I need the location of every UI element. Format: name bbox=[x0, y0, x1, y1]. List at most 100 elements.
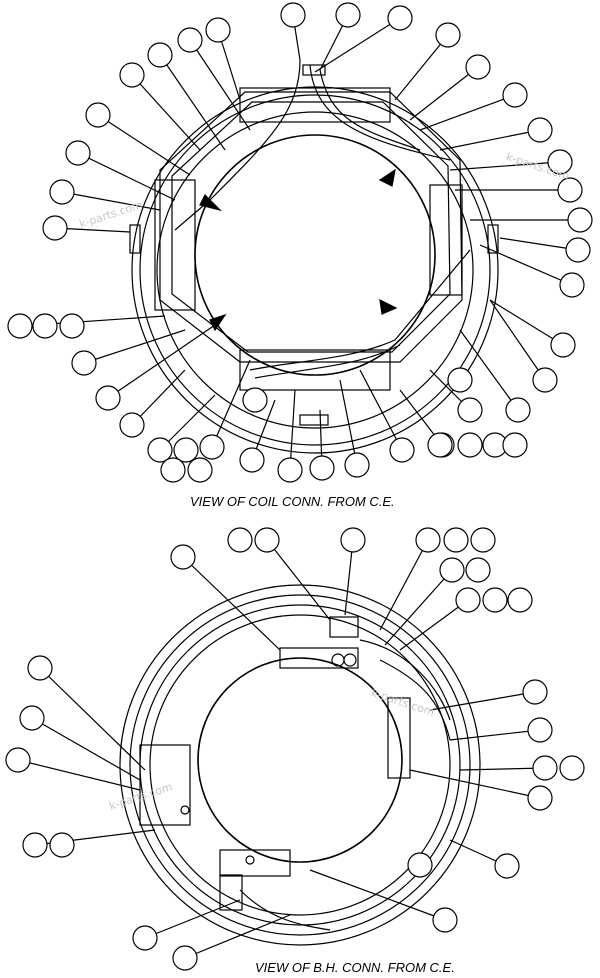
callout-balloon bbox=[19, 705, 45, 731]
bracket-bottom bbox=[219, 849, 291, 877]
callout-balloon bbox=[482, 587, 508, 613]
arrowhead bbox=[199, 193, 222, 212]
callout-balloon bbox=[550, 332, 576, 358]
leader-line bbox=[459, 329, 519, 411]
callout-balloon bbox=[147, 437, 173, 463]
leader-line bbox=[449, 729, 541, 741]
callout-balloon bbox=[389, 437, 415, 463]
callout-balloon bbox=[527, 117, 553, 143]
mid-ring bbox=[139, 604, 461, 926]
coil-frame bbox=[159, 91, 463, 363]
callout-balloon bbox=[427, 432, 453, 458]
callout-balloon bbox=[71, 350, 97, 376]
leader-line bbox=[499, 237, 579, 251]
outer-ring-inner bbox=[129, 594, 471, 936]
callout-balloon bbox=[199, 434, 225, 460]
leader-line bbox=[409, 66, 479, 121]
leader-line bbox=[409, 769, 541, 799]
callout-balloon bbox=[119, 412, 145, 438]
callout-balloon bbox=[527, 717, 553, 743]
callout-balloon bbox=[340, 527, 366, 553]
callout-balloon bbox=[439, 557, 465, 583]
callout-balloon bbox=[65, 140, 91, 166]
coil-frame-inner bbox=[171, 101, 451, 353]
coil-block-bottom bbox=[239, 349, 391, 391]
leader-line bbox=[489, 299, 564, 346]
leader-line bbox=[449, 161, 561, 171]
callout-balloon bbox=[59, 313, 85, 339]
callout-balloon bbox=[567, 207, 593, 233]
leader-line bbox=[184, 914, 291, 959]
caption-bottom-view: VIEW OF B.H. CONN. FROM C.E. bbox=[255, 960, 455, 975]
mid-ring-inner bbox=[149, 614, 451, 916]
coil-connection-view bbox=[129, 59, 499, 454]
leader-line bbox=[182, 556, 281, 651]
lead-wire bbox=[249, 249, 471, 371]
callout-balloon bbox=[119, 62, 145, 88]
leader-line bbox=[379, 539, 429, 631]
callout-balloon bbox=[147, 42, 173, 68]
bolt bbox=[343, 653, 357, 667]
lead-wire bbox=[309, 64, 451, 161]
arrowhead bbox=[378, 168, 396, 187]
callout-balloon bbox=[455, 587, 481, 613]
callout-group bbox=[5, 527, 585, 971]
lead-wire bbox=[174, 59, 301, 231]
callout-balloon bbox=[335, 2, 361, 28]
callout-balloon bbox=[5, 747, 31, 773]
leader-line bbox=[107, 324, 216, 399]
callout-balloon bbox=[239, 447, 265, 473]
leader-line bbox=[97, 114, 191, 176]
leader-line bbox=[489, 299, 546, 381]
leader-line bbox=[17, 759, 141, 791]
leader-line bbox=[144, 899, 241, 939]
lead-wire bbox=[254, 344, 401, 379]
lead-wire bbox=[359, 639, 451, 721]
leader-line bbox=[399, 599, 469, 651]
callout-balloon bbox=[85, 102, 111, 128]
leader-line bbox=[289, 389, 296, 471]
leader-line bbox=[384, 569, 453, 646]
leader-line bbox=[159, 54, 226, 151]
callout-balloon bbox=[254, 527, 280, 553]
callout-balloon bbox=[205, 17, 231, 43]
callout-balloon bbox=[527, 785, 553, 811]
callout-balloon bbox=[559, 272, 585, 298]
callout-balloon bbox=[227, 527, 253, 553]
callout-balloon bbox=[344, 452, 370, 478]
terminal-tab bbox=[129, 224, 141, 254]
leader-line bbox=[439, 129, 541, 151]
callout-balloon bbox=[547, 149, 573, 175]
callout-balloon bbox=[532, 755, 558, 781]
callout-balloon bbox=[465, 54, 491, 80]
callout-balloon bbox=[172, 945, 198, 971]
callout-balloon bbox=[502, 432, 528, 458]
callout-balloon bbox=[522, 679, 548, 705]
callout-group bbox=[7, 2, 593, 483]
lead-wire bbox=[239, 889, 331, 931]
callout-balloon bbox=[160, 457, 186, 483]
bore bbox=[197, 657, 403, 863]
leader-line bbox=[159, 394, 216, 451]
leader-line bbox=[314, 17, 401, 73]
leader-line bbox=[39, 667, 146, 771]
callout-balloon bbox=[465, 557, 491, 583]
outer-ring-inner bbox=[139, 94, 491, 446]
bracket-top bbox=[279, 647, 359, 669]
coil-ring bbox=[156, 111, 474, 429]
caption-top-view: VIEW OF COIL CONN. FROM C.E. bbox=[190, 494, 395, 509]
leader-line bbox=[309, 869, 446, 921]
leader-line bbox=[359, 369, 403, 451]
connector-top bbox=[329, 616, 359, 638]
callout-balloon bbox=[242, 387, 268, 413]
callout-balloon bbox=[559, 755, 585, 781]
callout-balloon bbox=[432, 907, 458, 933]
leader-line bbox=[131, 74, 201, 151]
callout-balloon bbox=[443, 527, 469, 553]
callout-balloon bbox=[277, 457, 303, 483]
leader-line bbox=[31, 717, 141, 781]
terminal-tab bbox=[302, 64, 326, 76]
leader-line bbox=[429, 691, 536, 711]
callout-balloon bbox=[173, 437, 199, 463]
coil-block-right bbox=[429, 184, 463, 296]
